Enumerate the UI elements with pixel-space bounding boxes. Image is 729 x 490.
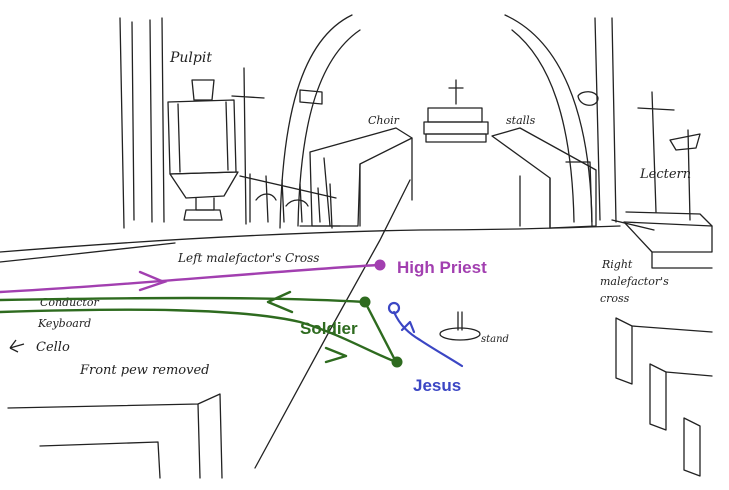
lectern-label: Lectern xyxy=(639,167,691,182)
right-cross-platform xyxy=(611,219,713,269)
soldier-path xyxy=(0,290,398,364)
arches xyxy=(279,14,617,229)
altar xyxy=(423,79,489,143)
right-cross-label-line2: malefactor's xyxy=(600,275,669,288)
left-cross-label: Left malefactor's Cross xyxy=(177,251,319,265)
pulpit-label: Pulpit xyxy=(169,50,212,66)
arrow-left-icon xyxy=(9,339,25,353)
pews-right xyxy=(615,317,713,477)
jesus-marker xyxy=(387,301,401,315)
stand-label: stand xyxy=(481,334,509,345)
choir-stalls-right xyxy=(491,127,597,229)
keyboard-label: Keyboard xyxy=(37,317,91,330)
jesus-path xyxy=(392,310,464,368)
left-cross-railing xyxy=(239,173,337,229)
choir-label: Choir xyxy=(368,114,400,127)
soldier-label: Soldier xyxy=(300,319,358,338)
pulpit-drawing xyxy=(167,67,265,225)
high-priest-marker xyxy=(374,259,386,271)
soldier-marker-start xyxy=(359,296,371,308)
front-pew-label: Front pew removed xyxy=(79,363,210,378)
stand-drawing xyxy=(439,311,481,341)
high-priest-label: High Priest xyxy=(397,258,487,277)
cello-label: Cello xyxy=(36,340,70,355)
soldier-marker-end xyxy=(391,356,403,368)
jesus-label: Jesus xyxy=(413,376,461,395)
right-cross-label-line3: cross xyxy=(600,292,630,305)
left-pillar xyxy=(119,17,165,229)
lectern-drawing xyxy=(625,91,713,227)
high-priest-path xyxy=(0,263,380,294)
choir-stalls-left xyxy=(299,127,413,227)
right-cross-label-line1: Right xyxy=(601,258,633,271)
stalls-label: stalls xyxy=(506,114,536,127)
pews-left xyxy=(7,393,223,479)
